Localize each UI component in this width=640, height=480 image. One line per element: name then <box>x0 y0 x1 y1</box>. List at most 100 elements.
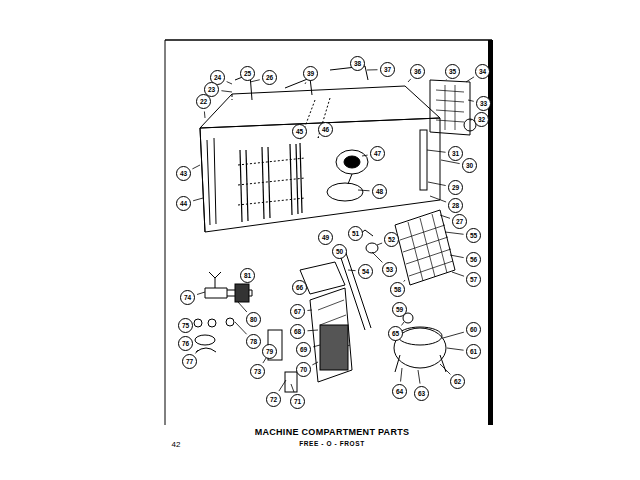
callout-number: 38 <box>350 56 365 71</box>
callout-number: 46 <box>318 122 333 137</box>
leader-line <box>408 79 411 82</box>
callout-number: 50 <box>332 244 347 259</box>
callout-number: 43 <box>176 166 191 181</box>
callout-number: 27 <box>452 214 467 229</box>
leader-line <box>430 196 446 202</box>
callout-number: 56 <box>466 252 481 267</box>
leader-line <box>443 332 464 338</box>
callout-number: 61 <box>466 344 481 359</box>
leader-line <box>313 345 320 347</box>
leader-line <box>221 91 232 92</box>
page-title: MACHINE COMPARTMENT PARTS <box>255 427 410 437</box>
callout-number: 32 <box>474 112 489 127</box>
callout-number: 64 <box>392 384 407 399</box>
leader-line <box>452 272 464 276</box>
callout-number: 33 <box>476 96 491 111</box>
leader-line <box>307 330 318 332</box>
callout-number: 68 <box>290 324 305 339</box>
leader-line <box>470 119 472 120</box>
callout-number: 76 <box>178 336 193 351</box>
leader-line <box>318 137 320 138</box>
leader-line <box>312 362 318 365</box>
leader-line <box>279 380 286 391</box>
leader-line <box>446 79 447 81</box>
leader-line <box>235 322 247 334</box>
callout-number: 63 <box>414 386 429 401</box>
callout-number: 78 <box>246 334 261 349</box>
leader-line <box>194 340 195 341</box>
callout-number: 55 <box>466 228 481 243</box>
leader-line <box>250 80 260 82</box>
leader-line <box>466 77 474 82</box>
callout-number: 39 <box>303 66 318 81</box>
callout-number: 67 <box>290 304 305 319</box>
callout-number: 62 <box>450 374 465 389</box>
leader-line <box>320 245 321 246</box>
callout-number: 37 <box>380 62 395 77</box>
callout-number: 22 <box>196 94 211 109</box>
callout-number: 81 <box>240 268 255 283</box>
callout-number: 52 <box>384 232 399 247</box>
callout-number: 66 <box>292 280 307 295</box>
callout-number: 58 <box>390 282 405 297</box>
callout-number: 48 <box>372 184 387 199</box>
callout-number: 45 <box>292 124 307 139</box>
leader-line <box>367 69 378 70</box>
leader-line <box>404 280 405 282</box>
leader-line <box>344 259 345 260</box>
callout-number: 31 <box>448 146 463 161</box>
callout-number: 44 <box>176 196 191 211</box>
callout-number: 47 <box>370 146 385 161</box>
callout-number: 26 <box>262 70 277 85</box>
leader-line <box>362 155 368 157</box>
leader-line <box>227 82 232 84</box>
callout-number: 72 <box>266 392 281 407</box>
leader-line <box>427 150 446 152</box>
callout-number: 59 <box>392 302 407 317</box>
leader-line <box>401 322 404 325</box>
callout-number: 65 <box>388 326 403 341</box>
callout-number: 57 <box>466 272 481 287</box>
leader-line <box>468 100 474 101</box>
callout-number: 53 <box>382 262 397 277</box>
leader-line <box>305 82 307 84</box>
page-number: 42 <box>172 440 181 449</box>
leader-line <box>204 111 206 118</box>
callout-number: 51 <box>348 226 363 241</box>
leader-line <box>242 283 243 284</box>
leader-line <box>440 215 450 218</box>
leader-line <box>440 364 450 374</box>
callout-number: 74 <box>180 290 195 305</box>
leader-line <box>447 348 464 350</box>
callout-number: 75 <box>178 318 193 333</box>
callout-number: 36 <box>410 64 425 79</box>
leader-line <box>418 370 420 384</box>
leader-line <box>192 165 200 169</box>
callout-number: 79 <box>262 344 277 359</box>
callout-number: 34 <box>475 64 490 79</box>
callout-number: 70 <box>296 362 311 377</box>
leader-line <box>307 310 312 311</box>
callout-number: 77 <box>182 354 197 369</box>
callout-number: 71 <box>290 394 305 409</box>
callout-number: 69 <box>296 342 311 357</box>
leader-line <box>377 243 382 245</box>
leader-line <box>450 255 464 258</box>
leader-line <box>195 350 198 353</box>
callout-number: 73 <box>250 364 265 379</box>
callout-number: 25 <box>240 66 255 81</box>
callout-number: 29 <box>448 180 463 195</box>
leader-line <box>238 302 247 312</box>
leader-line <box>193 198 203 201</box>
leader-line <box>372 252 382 262</box>
callout-number: 60 <box>466 322 481 337</box>
leader-line <box>358 190 370 192</box>
leader-line <box>197 292 205 295</box>
leader-line <box>401 368 402 382</box>
leader-line <box>445 232 464 234</box>
callout-number: 49 <box>318 230 333 245</box>
page-caption: FREE - O - FROST <box>299 440 365 447</box>
leader-line <box>291 384 294 392</box>
leader-line <box>348 270 356 272</box>
callout-number: 30 <box>462 158 477 173</box>
